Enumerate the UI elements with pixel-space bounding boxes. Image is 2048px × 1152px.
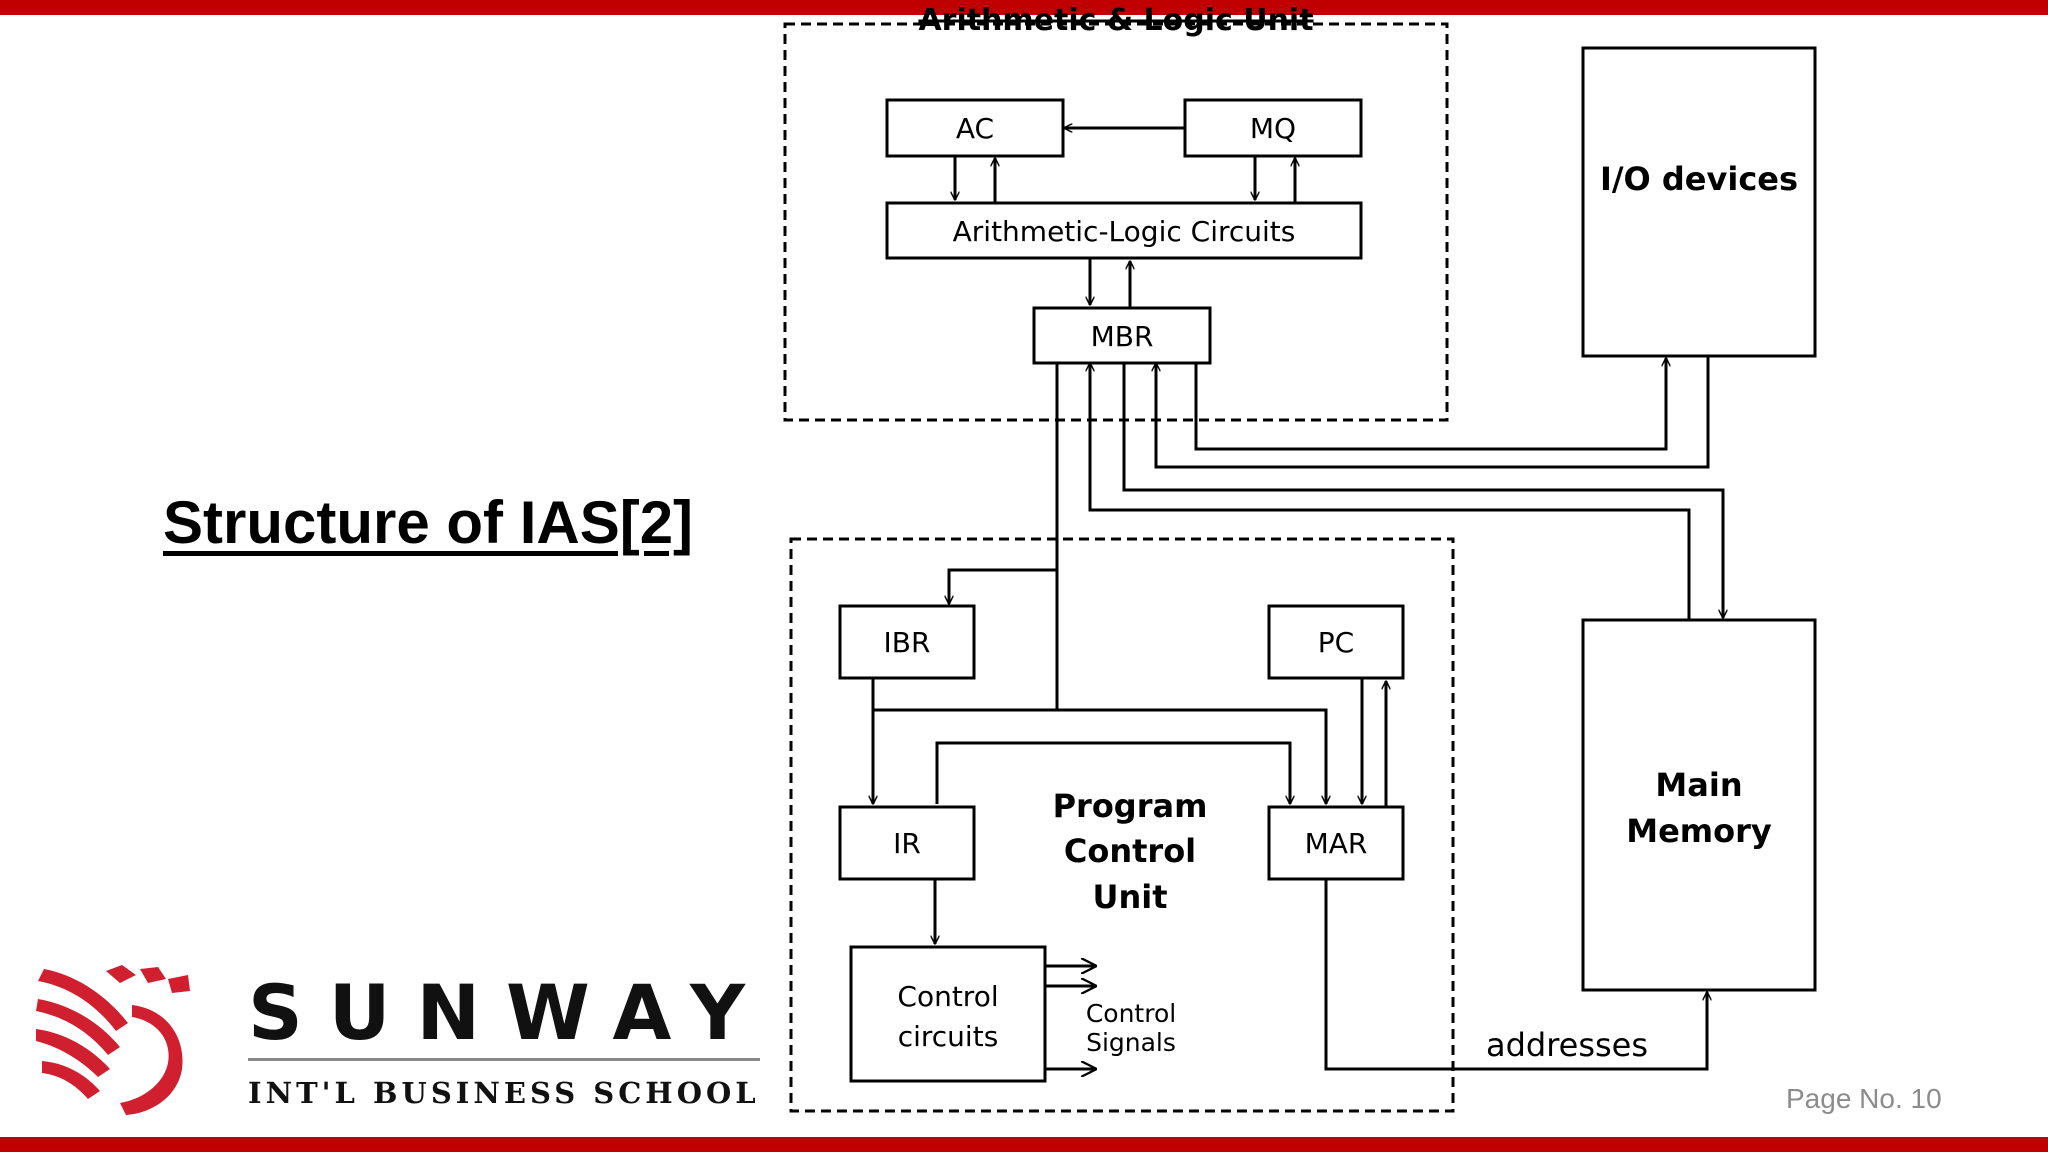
slide-title: Structure of IAS[2] [163,489,694,556]
connection-lines [873,128,1723,1069]
pcu-label-line1: Program [1053,787,1208,825]
logo-divider [248,1058,760,1061]
io-label: I/O devices [1600,160,1798,198]
memory-label-line2: Memory [1626,812,1772,850]
mar-label: MAR [1305,827,1368,860]
arrow-mar-to-memory [1324,879,1707,1071]
arrow-ir-to-mar [935,741,1290,804]
alc-label: Arithmetic-Logic Circuits [953,215,1296,248]
pcu-label-line2: Control [1064,832,1196,870]
logo-wordmark: SUNWAY [248,968,772,1057]
control-signals-line1: Control [1086,999,1176,1028]
pcu-boundary [789,537,1455,1113]
control-signals-line2: Signals [1086,1028,1176,1057]
control-circuits-line1: Control [897,980,998,1013]
alu-label: Arithmetic & Logic Unit [918,3,1313,38]
top-accent-bar [0,0,2048,15]
arrow-bus-to-mar [873,708,1326,804]
ac-label: AC [956,112,994,145]
arrow-mbr-to-io [1194,358,1666,451]
sunway-logo-emblem [36,965,190,1115]
arrow-mbr-to-ibr [949,364,1059,604]
arrow-memory-to-mbr [1090,363,1691,620]
pc-register: PC [1267,604,1405,680]
arrow-mbr-to-memory [1122,364,1723,618]
mbr-register: MBR [1032,306,1212,365]
arrow-io-to-mbr [1156,356,1710,469]
mbr-label: MBR [1091,320,1154,353]
mar-register: MAR [1267,805,1405,881]
memory-label-line1: Main [1655,766,1742,804]
ac-register: AC [885,98,1065,158]
arithmetic-logic-circuits: Arithmetic-Logic Circuits [885,201,1363,260]
ibr-register: IBR [838,604,976,680]
pcu-label-line3: Unit [1092,878,1167,916]
mq-label: MQ [1250,112,1296,145]
logo-subtitle: INT'L BUSINESS SCHOOL [248,1076,760,1110]
bottom-accent-bar [0,1137,2048,1152]
addresses-label: addresses [1486,1026,1648,1064]
ir-register: IR [838,805,976,881]
io-devices-block: I/O devices [1581,46,1817,358]
pc-label: PC [1318,626,1354,659]
control-circuits-block: Control circuits [849,945,1047,1083]
ibr-label: IBR [884,626,931,659]
page-number: Page No. 10 [1786,1083,1942,1114]
main-memory-block: Main Memory [1581,618,1817,992]
mq-register: MQ [1183,98,1363,158]
ir-label: IR [893,827,921,860]
control-circuits-line2: circuits [898,1020,999,1053]
